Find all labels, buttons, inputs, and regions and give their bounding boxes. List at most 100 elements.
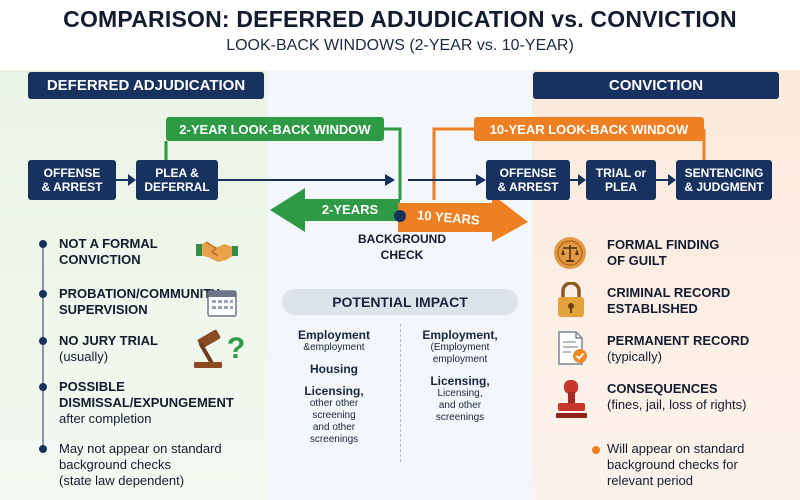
background-check-line: CHECK [380,248,424,262]
right-item-formal-finding: FORMAL FINDING OF GUILT [607,237,795,269]
list-item-text: NO JURY TRIAL [59,333,158,348]
list-item-text: CRIMINAL RECORD [607,285,731,300]
impact-heading: Licensing, [304,384,364,398]
step-label: OFFENSE [43,166,101,180]
impact-column-deferred: Employment &employment Housing Licensing… [278,328,390,446]
impact-detail: and other [312,422,356,433]
right-item-consequences: CONSEQUENCES (fines, jail, loss of right… [607,381,795,413]
list-item-text: DISMISSAL/EXPUNGEMENT [59,395,234,410]
impact-detail: screenings [309,434,359,445]
list-item-text: SUPERVISION [59,302,148,317]
list-item-text: background checks for [607,457,738,472]
timeline-arrowhead-a [128,174,136,186]
right-item-criminal-record: CRIMINAL RECORD ESTABLISHED [607,285,795,317]
step-label: PLEA & [155,166,199,180]
deferred-panel-background [0,70,268,500]
right-item-permanent-record: PERMANENT RECORD (typically) [607,333,795,365]
background-check-line: BACKGROUND [358,232,446,246]
step-label: & ARREST [497,180,559,194]
background-check-label: BACKGROUND CHECK [332,231,472,263]
step-label: PLEA [604,180,637,194]
two-year-window-connector [384,127,402,200]
right-item-will-appear: Will appear on standard background check… [607,441,795,489]
timeline-arrowhead-b [385,174,395,186]
step-plea-deferral: PLEA &DEFERRAL [136,160,218,200]
impact-heading: Employment [297,328,370,342]
handshake-icon [196,241,238,262]
impact-heading: Employment, [422,328,498,342]
list-item-text: ESTABLISHED [607,301,698,316]
timeline-arrowhead-d [578,174,586,186]
scales-badge-icon [554,237,586,269]
timeline-arrowhead-e [668,174,676,186]
list-item-not-formal-conviction: NOT A FORMAL CONVICTION [59,236,259,268]
list-bullet [39,337,47,345]
list-item-text: relevant period [607,473,693,488]
list-item-text: OF GUILT [607,253,667,268]
list-item-text: (fines, jail, loss of rights) [607,397,747,412]
svg-text:?: ? [227,332,245,365]
step-label: SENTENCING [684,166,764,180]
background-check-marker [394,210,406,222]
gavel-question-icon: ? [194,329,245,368]
impact-detail: other other [309,398,359,409]
impact-detail: &employment [303,342,365,353]
step-label: & JUDGMENT [684,180,764,194]
ten-year-window-connector [432,127,474,200]
step-offense-arrest-left: OFFENSE& ARREST [28,160,116,200]
deferred-list-line [42,242,44,452]
ten-year-arrow [398,194,528,242]
list-item-text: PROBATION/COMMUNITY [59,286,220,301]
list-item-no-jury-trial: NO JURY TRIAL (usually) [59,333,259,365]
step-label: TRIAL or [595,166,647,180]
list-item-text: Will appear on standard [607,441,745,456]
two-year-arrow-label: 2-YEARS [322,202,379,217]
list-item-text: May not appear on standard [59,441,222,456]
list-item-text: (state law dependent) [59,473,185,488]
impact-heading: Housing [310,362,358,376]
two-year-arrow [270,188,400,232]
list-bullet [39,240,47,248]
stamp-icon [556,380,587,418]
list-item-text: CONVICTION [59,252,141,267]
impact-heading: Licensing, [430,374,490,388]
list-item-text: CONSEQUENCES [607,381,718,396]
impact-detail: employment [432,354,488,365]
step-label: & ARREST [41,180,103,194]
two-year-window-label: 2-YEAR LOOK-BACK WINDOW [166,117,384,141]
impact-detail: and other [438,400,482,411]
page-title: COMPARISON: DEFERRED ADJUDICATION vs. CO… [63,6,737,32]
impact-divider [400,324,401,462]
list-item-probation: PROBATION/COMMUNITY SUPERVISION [59,286,259,318]
impact-detail: Licensing, [437,388,483,399]
step-offense-arrest-right: OFFENSE& ARREST [486,160,570,200]
list-bullet [592,446,600,454]
impact-detail: screenings [435,412,485,423]
page-subtitle: LOOK-BACK WINDOWS (2-YEAR vs. 10-YEAR) [226,37,574,54]
potential-impact-title: POTENTIAL IMPACT [282,289,518,315]
padlock-icon [558,282,584,317]
deferred-adjudication-header: DEFERRED ADJUDICATION [28,72,264,99]
conviction-header: CONVICTION [533,72,779,99]
step-label: OFFENSE [499,166,557,180]
step-sentencing-judgment: SENTENCING& JUDGMENT [676,160,772,200]
list-bullet [39,383,47,391]
list-bullet [39,290,47,298]
list-item-text: (typically) [607,349,662,364]
list-item-text: PERMANENT RECORD [607,333,750,348]
impact-detail: (Employment [430,342,490,353]
certificate-icon [558,331,587,365]
list-item-possible-dismissal: POSSIBLE DISMISSAL/EXPUNGEMENT after com… [59,379,259,427]
list-item-text: (usually) [59,349,109,364]
ten-year-arrow-label: 10 YEARS [417,207,481,227]
list-item-text: after completion [59,411,152,426]
list-item-may-not-appear: May not appear on standard background ch… [59,441,259,489]
impact-detail: screening [312,410,356,421]
impact-column-conviction: Employment, (Employment employment Licen… [404,328,516,424]
calendar-icon [207,290,237,317]
list-item-text: FORMAL FINDING [607,237,720,252]
list-bullet [39,445,47,453]
list-item-text: POSSIBLE [59,379,125,394]
